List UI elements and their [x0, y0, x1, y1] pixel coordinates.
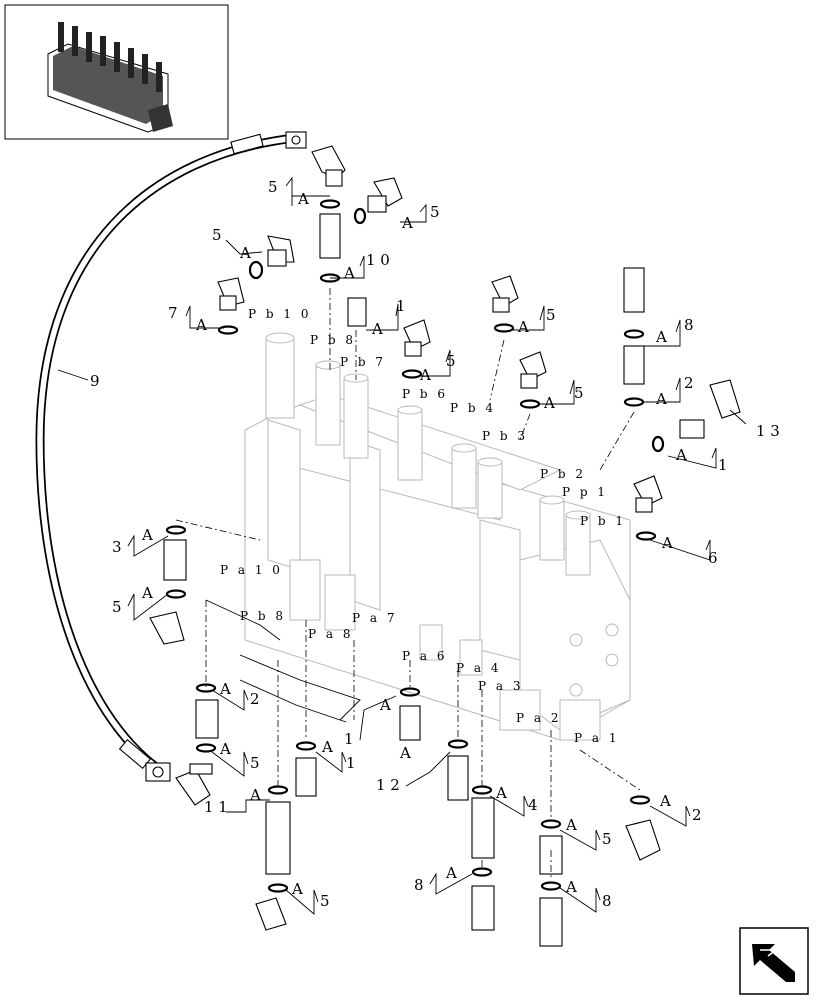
callout-ring-letter: A: [517, 318, 529, 336]
port-label: P a 8: [308, 627, 354, 641]
callout-ring-letter: A: [399, 744, 411, 762]
callout-number: 8: [602, 892, 612, 910]
callout-ring-letter: A: [655, 390, 667, 408]
o-ring-seal: [165, 199, 665, 893]
callout-number: 5: [574, 384, 584, 402]
callout-number: 2: [692, 806, 702, 824]
callout-number: 9: [90, 372, 100, 390]
port-label: P a 6: [402, 649, 448, 663]
callout-number: 2: [250, 690, 260, 708]
port-label: P a 2: [516, 711, 562, 725]
port-label: P b 1: [580, 514, 626, 528]
callout-ring-letter: A: [655, 328, 667, 346]
callout-ring-letter: A: [239, 244, 251, 262]
callout-number: 2: [684, 374, 694, 392]
callout-number: 4: [528, 796, 538, 814]
port-label: P a 3: [478, 679, 524, 693]
callout-ring-letter: A: [249, 786, 261, 804]
assembly-lines: [175, 288, 641, 880]
callout-number: 5: [112, 598, 122, 616]
hydraulic-hose[interactable]: [35, 131, 307, 806]
callout-number: 5: [250, 754, 260, 772]
callout-ring-letter: A: [195, 316, 207, 334]
port-label: P b 4: [450, 401, 496, 415]
port-label: P a 4: [456, 661, 502, 675]
elbow-fitting[interactable]: [149, 145, 741, 931]
callout-number: 8: [684, 316, 694, 334]
callout-number: 5: [446, 352, 456, 370]
callout-ring-letter: A: [321, 738, 333, 756]
port-label: P a 1 0: [220, 563, 283, 577]
callout-ring-letter: A: [445, 864, 457, 882]
callout-ring-letter: A: [659, 792, 671, 810]
callout-ring-letter: A: [141, 526, 153, 544]
callout-ring-letter: A: [379, 696, 391, 714]
next-page-arrow-icon[interactable]: [739, 927, 809, 995]
callout-number: 5: [320, 892, 330, 910]
callout-number: 5: [268, 178, 278, 196]
port-label: P b 8: [240, 609, 286, 623]
callout-number: 5: [430, 203, 440, 221]
callout-number: 5: [602, 830, 612, 848]
callout-ring-letter: A: [565, 816, 577, 834]
callout-number: 1: [344, 730, 354, 748]
valve-assembly-thumbnail-icon[interactable]: [4, 4, 229, 140]
callout-ring-letter: A: [219, 680, 231, 698]
callout-ring-letter: A: [219, 740, 231, 758]
port-label: P b 3: [482, 429, 528, 443]
callout-number: 1: [396, 297, 406, 315]
callout-number: 5: [546, 306, 556, 324]
callout-number: 1: [718, 456, 728, 474]
callout-number: 8: [414, 876, 424, 894]
callout-ring-letter: A: [543, 394, 555, 412]
callout-ring-letter: A: [371, 320, 383, 338]
port-label: P b 8: [310, 333, 356, 347]
callout-number: 1 0: [366, 251, 390, 269]
callout-ring-letter: A: [141, 584, 153, 602]
callout-ring-letter: A: [565, 878, 577, 896]
port-label: P a 1: [574, 731, 620, 745]
callout-number: 1 2: [376, 776, 400, 794]
callout-number: 6: [708, 549, 718, 567]
callout-ring-letter: A: [343, 264, 355, 282]
port-label: P a 7: [352, 611, 398, 625]
port-label: P p 1: [562, 485, 608, 499]
port-label: P b 7: [340, 355, 386, 369]
port-label: P b 1 0: [248, 307, 311, 321]
break-lines: [205, 599, 361, 723]
callout-ring-letter: A: [401, 214, 413, 232]
callout-number: 5: [212, 226, 222, 244]
leader-lines: [57, 176, 747, 915]
callout-ring-letter: A: [291, 880, 303, 898]
callout-ring-letter: A: [675, 446, 687, 464]
control-valve-block: [244, 332, 631, 741]
port-labels: P b 1 0 P b 8 P b 7 P b 6P b 4 P b 3 P b 2 P p…: [220, 307, 626, 745]
adapter-fitting[interactable]: [163, 213, 705, 947]
callout-number: 1: [346, 754, 356, 772]
callout-ring-letter: A: [419, 366, 431, 384]
callout-ring-letter: A: [297, 190, 309, 208]
port-label: P b 2: [540, 467, 586, 481]
port-label: P b 6: [402, 387, 448, 401]
callout-number: 1 1: [204, 798, 228, 816]
callout-ring-letter: A: [661, 534, 673, 552]
callout-number: 7: [168, 304, 178, 322]
callout-ring-letter: A: [495, 784, 507, 802]
callout-number: 1 3: [756, 422, 780, 440]
callout-number: 3: [112, 538, 122, 556]
